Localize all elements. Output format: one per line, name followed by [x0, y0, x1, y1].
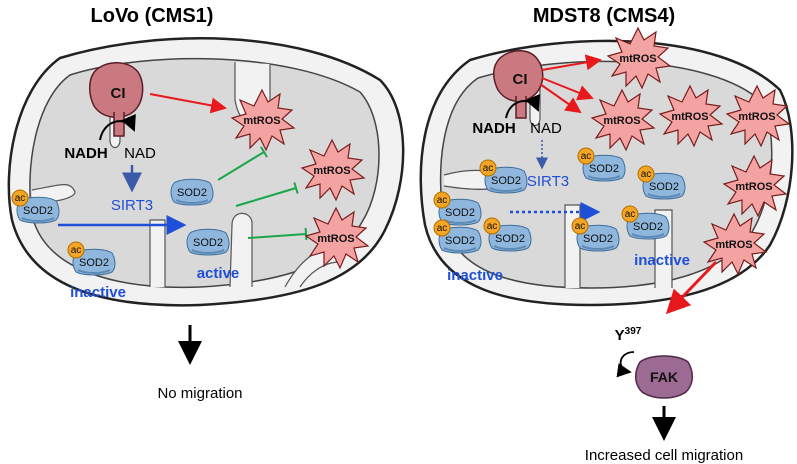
svg-text:mtROS: mtROS [619, 53, 656, 65]
right-crista-3 [564, 204, 581, 288]
right-sod2-ac-1: SOD2 ac [479, 159, 528, 194]
svg-text:ac: ac [641, 169, 652, 180]
svg-text:ac: ac [581, 151, 592, 162]
left-crista-4 [149, 219, 166, 287]
svg-text:ac: ac [483, 163, 494, 174]
right-panel: MDST8 (CMS4) CI NADH NAD SIRT3 mtROS [419, 5, 794, 464]
right-nadh-label: NADH [472, 120, 515, 137]
right-ci-ros-arrow-2 [541, 77, 594, 101]
svg-text:SOD2: SOD2 [649, 181, 679, 193]
right-sod2-ac-4: SOD2 ac [433, 191, 482, 226]
left-inhibit-3 [247, 227, 308, 241]
left-crista-5 [229, 212, 253, 288]
svg-text:SOD2: SOD2 [495, 233, 525, 245]
left-mtros-3: mtROS [305, 207, 369, 269]
left-sod2-active-1: SOD2 [170, 178, 214, 206]
right-ci-label: CI [513, 71, 528, 88]
right-fak: FAK [635, 355, 693, 399]
right-sod2-ac-2: SOD2 ac [577, 147, 626, 182]
svg-text:mtROS: mtROS [313, 165, 350, 177]
svg-text:mtROS: mtROS [243, 115, 280, 127]
right-mtros-5: mtROS [723, 155, 787, 217]
svg-text:mtROS: mtROS [738, 111, 775, 123]
right-mtros-3: mtROS [659, 85, 723, 147]
svg-text:SOD2: SOD2 [589, 163, 619, 175]
svg-text:SOD2: SOD2 [193, 237, 223, 249]
svg-text:SOD2: SOD2 [445, 235, 475, 247]
svg-text:mtROS: mtROS [603, 115, 640, 127]
right-fak-label: FAK [650, 369, 678, 385]
right-mtros-4: mtROS [726, 85, 790, 147]
svg-text:mtROS: mtROS [715, 239, 752, 251]
right-mtros-6: mtROS [703, 213, 767, 275]
right-nad-label: NAD [530, 120, 562, 137]
right-mtros-1: mtROS [607, 27, 671, 89]
svg-text:ac: ac [625, 209, 636, 220]
right-sod2-ac-6: SOD2 ac [433, 219, 482, 254]
svg-text:ac: ac [71, 245, 82, 256]
left-outcome-label: No migration [157, 385, 242, 402]
right-sod2-ac-8: SOD2 ac [621, 205, 670, 240]
left-nadh-nad-arrow [99, 113, 136, 141]
right-ci-ros-arrow-3 [539, 83, 582, 114]
right-sod2-ac-7: SOD2 ac [571, 217, 620, 252]
left-inactive-label: inactive [70, 284, 126, 301]
left-mtros-2: mtROS [301, 139, 365, 201]
right-sod2-ac-5: SOD2 ac [483, 217, 532, 252]
right-ros-fak-arrow [665, 260, 718, 315]
left-ci-label: CI [111, 85, 126, 102]
svg-text:SOD2: SOD2 [491, 175, 521, 187]
left-nad-label: NAD [124, 145, 156, 162]
svg-text:SOD2: SOD2 [583, 233, 613, 245]
right-y397-label: Y397 [615, 326, 642, 344]
svg-text:SOD2: SOD2 [79, 257, 109, 269]
svg-text:ac: ac [437, 223, 448, 234]
right-sirt3-label: SIRT3 [527, 173, 569, 190]
right-inactive-left-label: inactive [447, 267, 503, 284]
svg-text:mtROS: mtROS [671, 111, 708, 123]
left-sirt3-label: SIRT3 [111, 197, 153, 214]
svg-text:mtROS: mtROS [317, 233, 354, 245]
left-sod2-ac-2: SOD2 ac [67, 241, 116, 276]
svg-text:ac: ac [15, 193, 26, 204]
left-mtros-1: mtROS [231, 89, 295, 151]
right-title: MDST8 (CMS4) [533, 5, 675, 27]
svg-text:ac: ac [575, 221, 586, 232]
right-mtros-2: mtROS [591, 89, 655, 151]
svg-text:SOD2: SOD2 [445, 207, 475, 219]
right-sod2-ac-3: SOD2 ac [637, 165, 686, 200]
left-inhibit-1 [217, 146, 268, 181]
svg-text:SOD2: SOD2 [177, 187, 207, 199]
right-nadh-nad-arrow [505, 93, 540, 119]
left-panel: LoVo (CMS1) CI NADH NAD SIRT3 [7, 5, 405, 402]
left-title: LoVo (CMS1) [91, 5, 214, 27]
svg-text:SOD2: SOD2 [633, 221, 663, 233]
svg-text:mtROS: mtROS [735, 181, 772, 193]
right-autophos-arrow [616, 351, 635, 378]
right-outcome-label: Increased cell migration [585, 447, 743, 464]
left-sod2-ac-1: SOD2 ac [11, 189, 60, 224]
svg-text:SOD2: SOD2 [23, 205, 53, 217]
right-inactive-right-label: inactive [634, 252, 690, 269]
left-nadh-label: NADH [64, 145, 107, 162]
left-active-label: active [197, 265, 240, 282]
left-inhibit-2 [235, 181, 299, 207]
right-ci-ros-arrow-1 [541, 54, 602, 71]
svg-text:ac: ac [487, 221, 498, 232]
left-sod2-active-2: SOD2 [186, 228, 230, 256]
svg-text:ac: ac [437, 195, 448, 206]
left-ci-ros-arrow [149, 93, 227, 114]
